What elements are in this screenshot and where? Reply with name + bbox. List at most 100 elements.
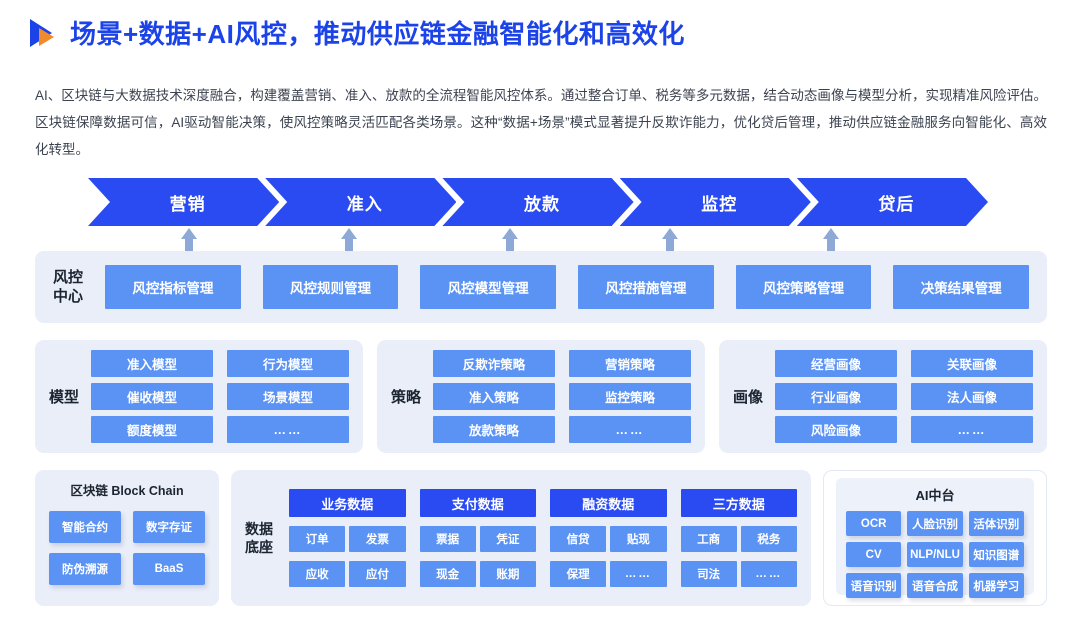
ai-chip[interactable]: 人脸识别 [907, 511, 963, 536]
flow-step-2[interactable]: 放款 [442, 178, 633, 226]
df-column-head[interactable]: 三方数据 [680, 489, 797, 517]
df-sub-row: 司法 …… [680, 561, 797, 587]
ai-chip[interactable]: 活体识别 [968, 511, 1024, 536]
blockchain-chip[interactable]: BaaS [133, 553, 205, 585]
blockchain-chip[interactable]: 防伪溯源 [49, 553, 121, 585]
portrait-cell-more[interactable]: …… [911, 416, 1033, 443]
rcc-item[interactable]: 风控模型管理 [420, 265, 557, 309]
flow-step-1[interactable]: 准入 [265, 178, 456, 226]
flow-step-3[interactable]: 监控 [620, 178, 811, 226]
up-arrow-icon [662, 228, 678, 254]
df-sub-row: 工商 税务 [680, 526, 797, 552]
strategy-cell[interactable]: 监控策略 [569, 383, 691, 410]
portrait-cell[interactable]: 经营画像 [775, 350, 897, 377]
play-triangle-icon [28, 16, 62, 50]
page-title: 场景+数据+AI风控，推动供应链金融智能化和高效化 [28, 14, 685, 51]
strategy-panel: 策略 反欺诈策略 营销策略 准入策略 监控策略 放款策略 …… [377, 340, 705, 453]
df-sub-item[interactable]: 应收 [289, 561, 346, 587]
portrait-cell[interactable]: 法人画像 [911, 383, 1033, 410]
ai-platform-chips: OCR 人脸识别 活体识别 CV NLP/NLU 知识图谱 语音识别 语音合成 … [846, 511, 1024, 598]
model-cell[interactable]: 行为模型 [227, 350, 349, 377]
df-sub-item[interactable]: 发票 [349, 526, 406, 552]
df-sub-item[interactable]: 订单 [289, 526, 346, 552]
data-foundation-column: 融资数据 信贷 贴现 保理 …… [550, 489, 667, 587]
rcc-item[interactable]: 风控措施管理 [578, 265, 714, 309]
model-panel-label: 模型 [48, 389, 79, 406]
foundation-row: 区块链 Block Chain 智能合约 数字存证 防伪溯源 BaaS 数据 底… [35, 470, 1047, 606]
df-sub-item[interactable]: 票据 [419, 526, 476, 552]
df-sub-item[interactable]: 司法 [680, 561, 737, 587]
df-sub-item[interactable]: 信贷 [550, 526, 607, 552]
strategy-panel-grid: 反欺诈策略 营销策略 准入策略 监控策略 放款策略 …… [433, 350, 691, 443]
df-sub-item[interactable]: 保理 [550, 561, 607, 587]
model-cell[interactable]: 场景模型 [227, 383, 349, 410]
df-sub-item[interactable]: 工商 [680, 526, 737, 552]
df-column-head[interactable]: 融资数据 [550, 489, 667, 517]
blockchain-chip[interactable]: 智能合约 [49, 511, 121, 543]
blockchain-chip[interactable]: 数字存证 [133, 511, 205, 543]
flow-step-4[interactable]: 贷后 [797, 178, 988, 226]
risk-control-center-panel: 风控 中心 风控指标管理 风控规则管理 风控模型管理 风控措施管理 风控策略管理… [35, 251, 1047, 323]
ai-chip[interactable]: OCR [846, 511, 902, 536]
model-cell-more[interactable]: …… [227, 416, 349, 443]
strategy-cell[interactable]: 反欺诈策略 [433, 350, 555, 377]
rcc-item[interactable]: 风控规则管理 [262, 265, 399, 309]
ai-chip[interactable]: 知识图谱 [968, 542, 1024, 567]
df-sub-row: 票据 凭证 [419, 526, 536, 552]
blockchain-panel: 区块链 Block Chain 智能合约 数字存证 防伪溯源 BaaS [35, 470, 219, 606]
strategy-cell[interactable]: 放款策略 [433, 416, 555, 443]
df-sub-item[interactable]: 现金 [419, 561, 476, 587]
up-arrow-icon [502, 228, 518, 254]
ai-chip[interactable]: 语音识别 [846, 573, 902, 598]
df-sub-item[interactable]: 凭证 [479, 526, 536, 552]
df-sub-row: 保理 …… [550, 561, 667, 587]
df-label-line2: 底座 [245, 539, 273, 555]
df-sub-item[interactable]: 税务 [740, 526, 797, 552]
data-foundation-panel: 数据 底座 业务数据 订单 发票 应收 应付 支付数据 [231, 470, 811, 606]
df-sub-row: 信贷 贴现 [550, 526, 667, 552]
ai-chip[interactable]: NLP/NLU [907, 542, 963, 567]
data-foundation-columns: 业务数据 订单 发票 应收 应付 支付数据 票据 凭证 [289, 489, 797, 587]
df-sub-row: 现金 账期 [419, 561, 536, 587]
up-arrow-icon [823, 228, 839, 254]
model-panel-grid: 准入模型 行为模型 催收模型 场景模型 额度模型 …… [91, 350, 349, 443]
flow-step-0[interactable]: 营销 [88, 178, 279, 226]
blockchain-panel-title: 区块链 Block Chain [70, 484, 184, 498]
portrait-cell[interactable]: 行业画像 [775, 383, 897, 410]
rcc-item[interactable]: 决策结果管理 [893, 265, 1030, 309]
ai-chip[interactable]: CV [846, 542, 902, 567]
data-foundation-column: 业务数据 订单 发票 应收 应付 [289, 489, 406, 587]
rcc-item[interactable]: 风控指标管理 [105, 265, 241, 309]
rcc-item[interactable]: 风控策略管理 [735, 265, 872, 309]
df-column-head[interactable]: 支付数据 [419, 489, 536, 517]
process-flow: 营销 准入 放款 监控 贷后 [88, 178, 988, 226]
df-sub-item[interactable]: 账期 [479, 561, 536, 587]
portrait-cell[interactable]: 关联画像 [911, 350, 1033, 377]
strategy-cell[interactable]: 准入策略 [433, 383, 555, 410]
flow-step-label: 贷后 [878, 194, 915, 214]
model-cell[interactable]: 催收模型 [91, 383, 213, 410]
up-arrow-icon [341, 228, 357, 254]
strategy-cell[interactable]: 营销策略 [569, 350, 691, 377]
df-sub-item-more[interactable]: …… [740, 561, 797, 587]
blockchain-chips: 智能合约 数字存证 防伪溯源 BaaS [49, 511, 205, 585]
data-foundation-column: 三方数据 工商 税务 司法 …… [680, 489, 797, 587]
portrait-panel-label: 画像 [732, 389, 763, 406]
ai-platform-title: AI中台 [915, 488, 955, 503]
model-cell[interactable]: 准入模型 [91, 350, 213, 377]
capability-panels: 模型 准入模型 行为模型 催收模型 场景模型 额度模型 …… 策略 反欺诈策略 … [35, 340, 1047, 453]
ai-chip[interactable]: 语音合成 [907, 573, 963, 598]
df-sub-item[interactable]: 应付 [349, 561, 406, 587]
flow-step-label: 放款 [524, 194, 560, 214]
ai-chip[interactable]: 机器学习 [968, 573, 1024, 598]
flow-step-label: 营销 [169, 194, 206, 214]
strategy-cell-more[interactable]: …… [569, 416, 691, 443]
portrait-cell[interactable]: 风险画像 [775, 416, 897, 443]
model-cell[interactable]: 额度模型 [91, 416, 213, 443]
df-column-head[interactable]: 业务数据 [289, 489, 406, 517]
intro-paragraph: AI、区块链与大数据技术深度融合，构建覆盖营销、准入、放款的全流程智能风控体系。… [35, 88, 1047, 157]
df-label-line1: 数据 [245, 521, 273, 537]
df-sub-item[interactable]: 贴现 [610, 526, 667, 552]
df-sub-item-more[interactable]: …… [610, 561, 667, 587]
